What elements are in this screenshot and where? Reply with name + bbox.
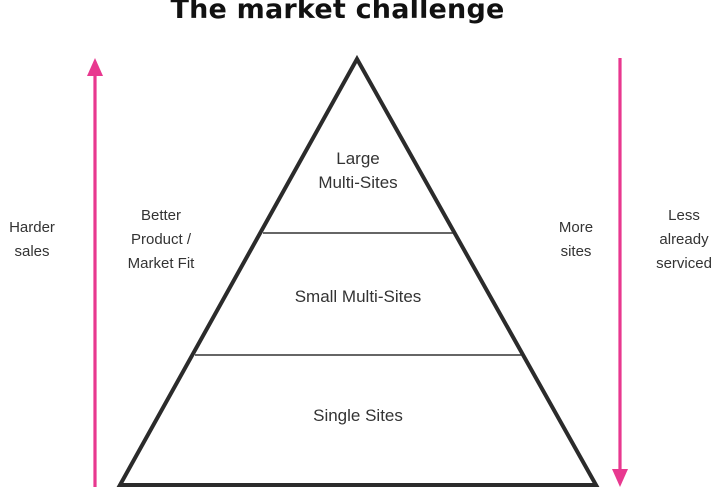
tier-single-sites-label: Single Sites xyxy=(278,404,438,428)
better-product-market-fit-label: Better Product / Market Fit xyxy=(113,204,209,276)
label-line: Market Fit xyxy=(127,255,195,272)
tier-small-multi-sites-label: Small Multi-Sites xyxy=(258,285,458,309)
label-line: serviced xyxy=(656,255,712,272)
pyramid-outline xyxy=(116,54,600,487)
label-line: Better xyxy=(140,207,182,224)
tier-large-multi-sites-label: Large Multi-Sites xyxy=(288,147,428,195)
label-line: Product / xyxy=(130,231,192,248)
label-line: already xyxy=(659,231,709,248)
label-line: Less xyxy=(668,207,700,224)
less-already-serviced-label: Less already serviced xyxy=(648,204,720,276)
right-down-arrow xyxy=(612,58,628,487)
tier-label-line: Small Multi-Sites xyxy=(294,287,422,306)
label-line: sales xyxy=(14,243,50,260)
label-line: sites xyxy=(560,243,592,260)
label-line: More xyxy=(558,219,594,236)
tier-label-line: Multi-Sites xyxy=(318,173,398,192)
more-sites-label: More sites xyxy=(548,216,604,264)
diagram-title: The market challenge xyxy=(170,0,505,25)
left-up-arrow xyxy=(87,58,103,487)
harder-sales-label: Harder sales xyxy=(0,216,64,264)
tier-label-line: Large xyxy=(336,149,380,168)
label-line: Harder xyxy=(9,219,55,236)
tier-label-line: Single Sites xyxy=(313,406,403,425)
